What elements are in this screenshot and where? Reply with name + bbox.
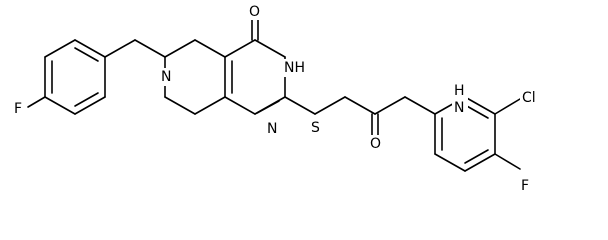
atom-f-benzyl: F bbox=[14, 101, 22, 117]
bond-c2-s bbox=[284, 96, 316, 115]
pyrimidinone-ring bbox=[224, 39, 286, 115]
atom-s-thioether: S bbox=[311, 120, 320, 136]
bond-aryl-f bbox=[27, 96, 46, 108]
atom-cl-aryl: Cl bbox=[522, 90, 536, 106]
bond-ch2-n bbox=[134, 39, 166, 58]
bond-benzyl-ch2 bbox=[104, 39, 136, 58]
atom-n-piperidine: N bbox=[161, 69, 171, 85]
atom-f-aryl: F bbox=[521, 178, 529, 194]
molecule-diagram: O NH N N S F O H N Cl F bbox=[14, 4, 536, 194]
bond-nh-aryl bbox=[404, 96, 436, 115]
fluorophenyl-ring bbox=[44, 39, 106, 115]
bond-aryl-f2 bbox=[494, 153, 521, 170]
structure-drawing: O NH N N S F O H N Cl F bbox=[14, 4, 536, 194]
atom-nh-ring: NH bbox=[284, 60, 305, 76]
atom-n-pyrimidine: N bbox=[267, 121, 277, 137]
bond-s-ch2 bbox=[314, 96, 346, 115]
piperidine-ring bbox=[164, 39, 226, 115]
bond-aryl-cl bbox=[494, 98, 521, 115]
atom-o-amide: O bbox=[370, 136, 381, 152]
atom-h-amide: H bbox=[454, 83, 465, 99]
bond-co-nh bbox=[374, 96, 406, 115]
bond-ch2-co bbox=[344, 96, 376, 115]
atom-o-carbonyl-ring: O bbox=[249, 4, 260, 20]
atom-n-amide: N bbox=[454, 100, 464, 116]
